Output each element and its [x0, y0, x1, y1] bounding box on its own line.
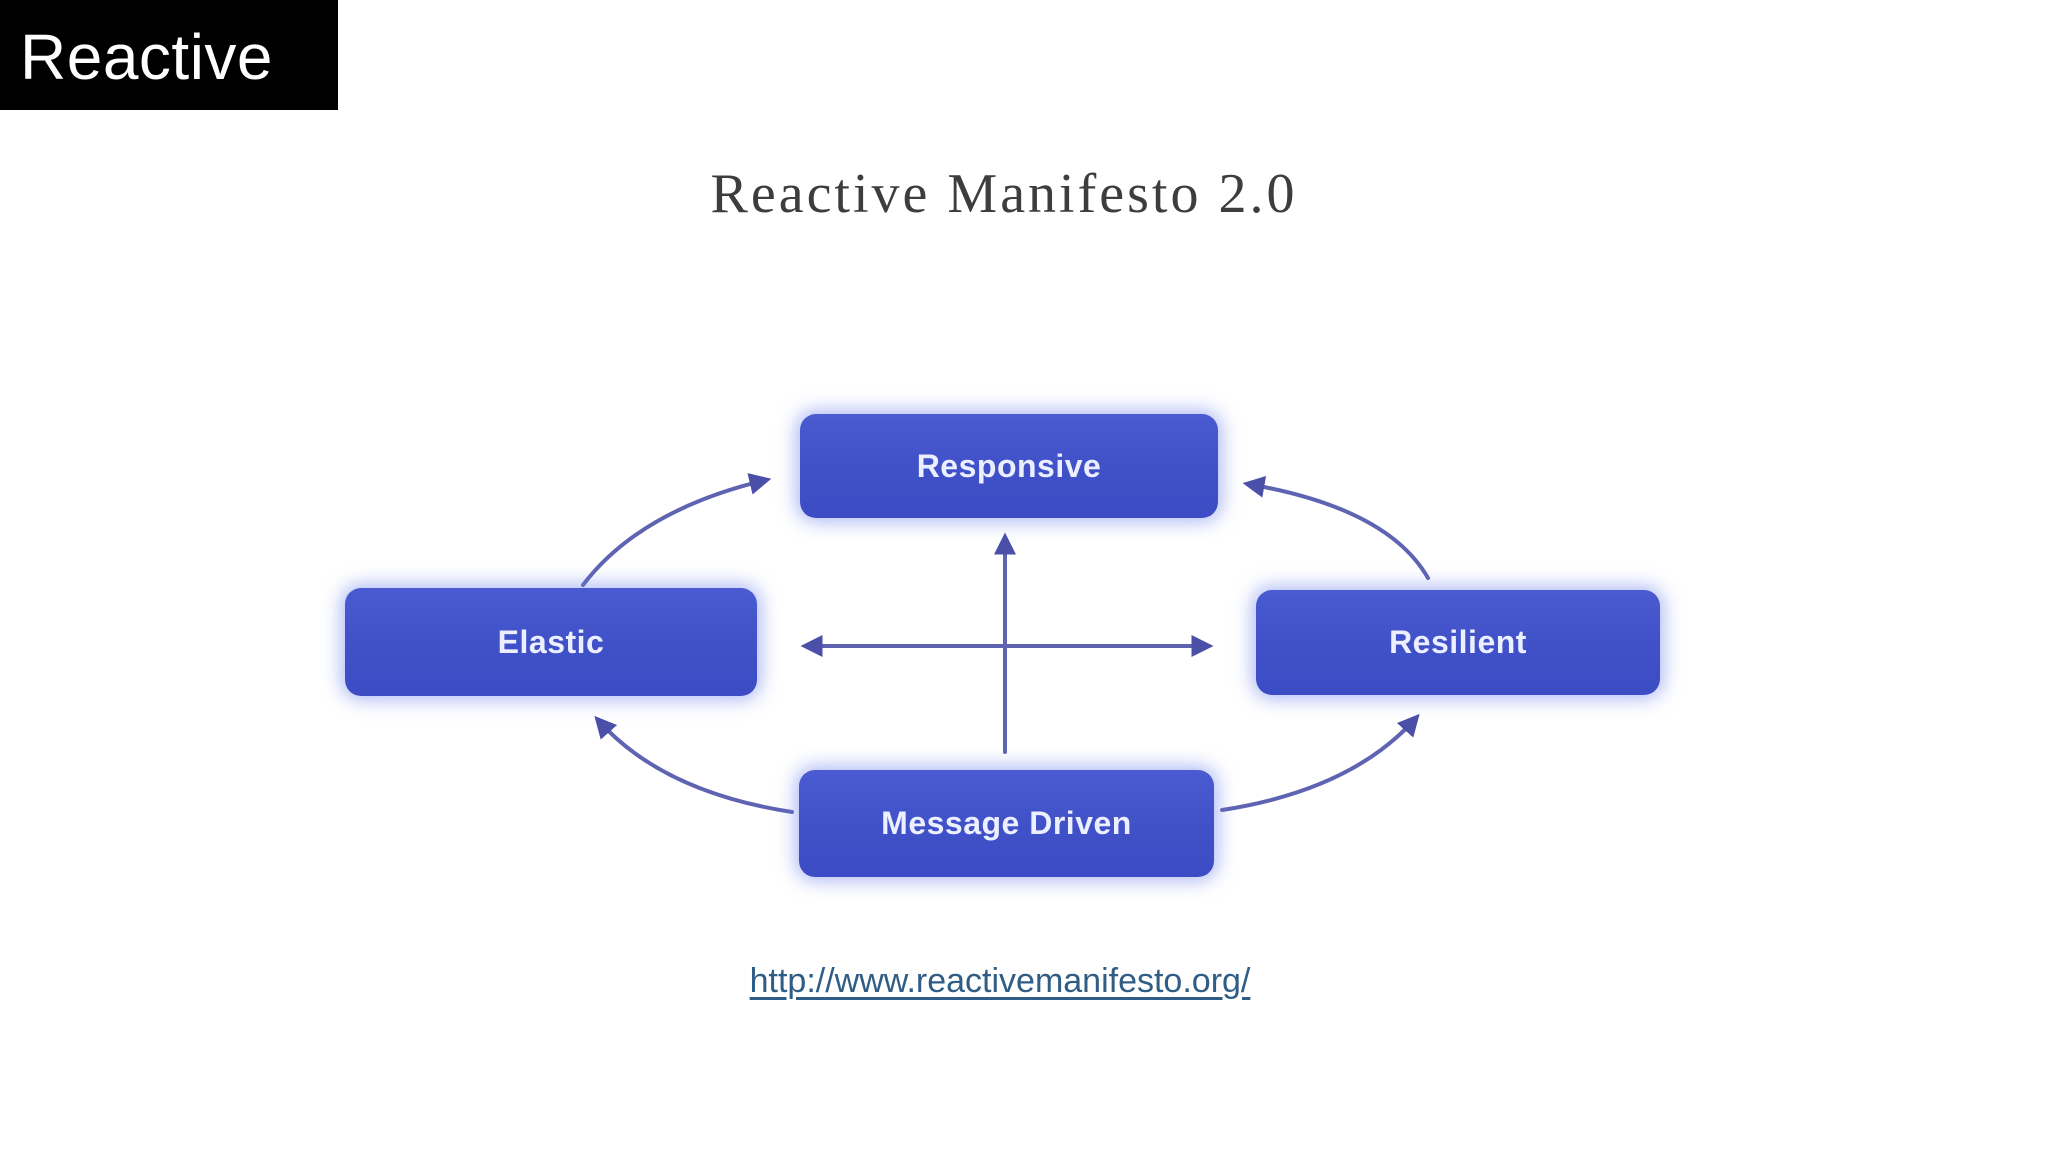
reactive-manifesto-link[interactable]: http://www.reactivemanifesto.org/ [749, 962, 1251, 1000]
node-resilient: Resilient [1256, 590, 1660, 695]
link-row: http://www.reactivemanifesto.org/ [0, 962, 2000, 1001]
edge-message-driven-to-elastic-arrow [594, 715, 794, 814]
reactive-banner: Reactive [0, 0, 338, 110]
edge-message-driven-to-resilient-arrow [1220, 713, 1420, 812]
slide-title: Reactive Manifesto 2.0 [710, 163, 1298, 225]
node-message-driven: Message Driven [799, 770, 1214, 877]
node-responsive-label: Responsive [916, 447, 1102, 484]
node-resilient-label: Resilient [1389, 624, 1527, 660]
edge-resilient-to-responsive-arrow [1242, 475, 1430, 580]
node-elastic-label: Elastic [497, 623, 605, 660]
node-responsive: Responsive [800, 414, 1218, 518]
banner-label: Reactive [20, 21, 273, 93]
edge-elastic-to-responsive-arrow [581, 473, 772, 587]
node-message-driven-label: Message Driven [881, 805, 1132, 841]
node-elastic: Elastic [345, 588, 757, 696]
